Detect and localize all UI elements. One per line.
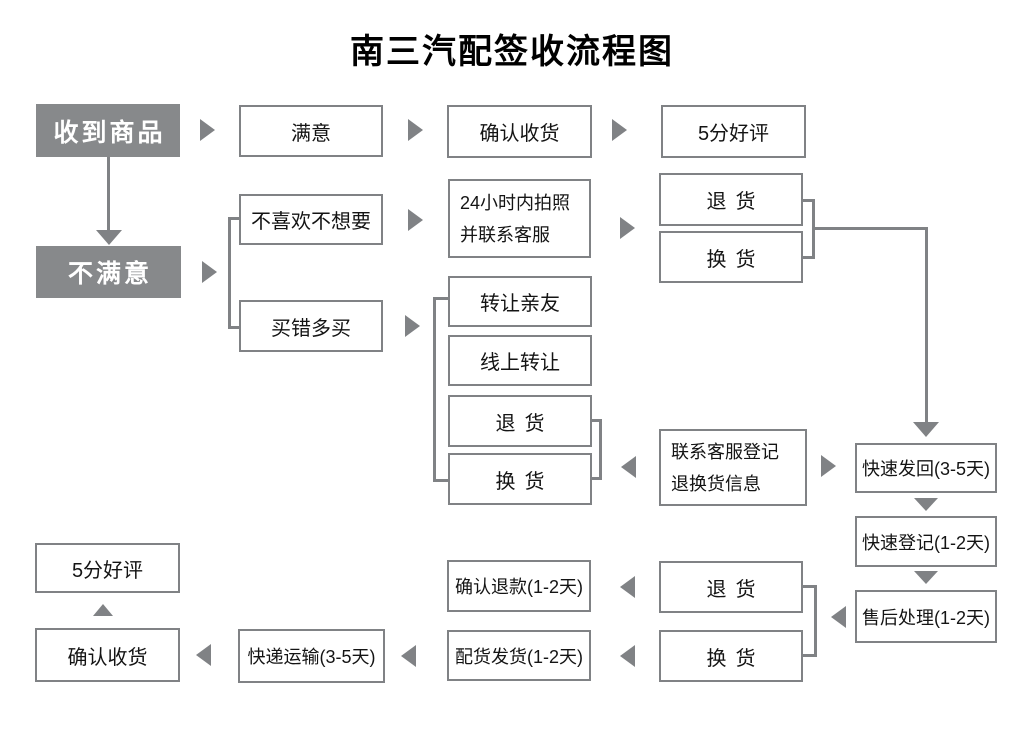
node-return-top: 退货 bbox=[659, 173, 803, 226]
node-dislike: 不喜欢不想要 bbox=[239, 194, 383, 245]
node-exchange-top: 换货 bbox=[659, 231, 803, 283]
arrow-down-icon bbox=[914, 571, 938, 584]
arrow-left-icon bbox=[621, 456, 636, 478]
connector-line bbox=[433, 297, 436, 482]
arrow-right-icon bbox=[821, 455, 836, 477]
arrow-left-icon bbox=[620, 645, 635, 667]
node-fast-return: 快速发回(3-5天) bbox=[855, 443, 997, 493]
connector-line bbox=[107, 157, 110, 233]
arrow-down-icon bbox=[914, 498, 938, 511]
arrow-up-icon bbox=[93, 604, 113, 616]
connector-line bbox=[803, 654, 816, 657]
node-refund: 确认退款(1-2天) bbox=[447, 560, 591, 612]
node-return-bottom: 退货 bbox=[659, 561, 803, 613]
node-received-goods: 收到商品 bbox=[36, 104, 180, 157]
node-transfer-friend: 转让亲友 bbox=[448, 276, 592, 327]
node-photo-24h: 24小时内拍照 并联系客服 bbox=[448, 179, 591, 258]
arrow-left-icon bbox=[831, 606, 846, 628]
node-contact-service-line2: 退换货信息 bbox=[671, 473, 761, 494]
node-confirm-receipt-bottom: 确认收货 bbox=[35, 628, 180, 682]
connector-line bbox=[599, 419, 602, 480]
node-transfer-online: 线上转让 bbox=[448, 335, 592, 386]
connector-line bbox=[228, 217, 231, 329]
connector-line bbox=[812, 227, 928, 230]
node-confirm-receipt-top: 确认收货 bbox=[447, 105, 592, 158]
connector-line bbox=[814, 585, 817, 657]
node-unsatisfied: 不满意 bbox=[36, 246, 181, 298]
node-exchange-mid: 换货 bbox=[448, 453, 592, 505]
arrow-right-icon bbox=[202, 261, 217, 283]
arrow-down-icon bbox=[96, 230, 122, 245]
arrow-right-icon bbox=[612, 119, 627, 141]
connector-line bbox=[228, 217, 240, 220]
connector-line bbox=[433, 479, 449, 482]
node-praise-bottom: 5分好评 bbox=[35, 543, 180, 593]
connector-line bbox=[592, 477, 602, 480]
node-contact-service: 联系客服登记 退换货信息 bbox=[659, 429, 807, 506]
node-express: 快递运输(3-5天) bbox=[238, 629, 385, 683]
arrow-right-icon bbox=[405, 315, 420, 337]
node-praise-top: 5分好评 bbox=[661, 105, 806, 158]
node-wrong-buy: 买错多买 bbox=[239, 300, 383, 352]
arrow-right-icon bbox=[620, 217, 635, 239]
arrow-right-icon bbox=[200, 119, 215, 141]
page-title: 南三汽配签收流程图 bbox=[350, 33, 674, 71]
connector-line bbox=[228, 326, 240, 329]
arrow-down-icon bbox=[913, 422, 939, 437]
node-contact-service-line1: 联系客服登记 bbox=[671, 441, 779, 462]
node-dispatch: 配货发货(1-2天) bbox=[447, 630, 591, 681]
arrow-left-icon bbox=[620, 576, 635, 598]
arrow-right-icon bbox=[408, 119, 423, 141]
node-photo-24h-line2: 并联系客服 bbox=[460, 224, 550, 245]
node-exchange-bottom: 换货 bbox=[659, 630, 803, 682]
node-satisfied: 满意 bbox=[239, 105, 383, 157]
node-photo-24h-line1: 24小时内拍照 bbox=[460, 192, 571, 213]
node-fast-register: 快速登记(1-2天) bbox=[855, 516, 997, 567]
node-return-mid: 退货 bbox=[448, 395, 592, 447]
connector-line bbox=[592, 419, 602, 422]
node-aftersale: 售后处理(1-2天) bbox=[855, 590, 997, 643]
connector-line bbox=[803, 199, 815, 202]
connector-line bbox=[803, 256, 815, 259]
arrow-right-icon bbox=[408, 209, 423, 231]
connector-line bbox=[803, 585, 816, 588]
connector-line bbox=[925, 227, 928, 424]
connector-line bbox=[433, 297, 449, 300]
arrow-left-icon bbox=[196, 644, 211, 666]
arrow-left-icon bbox=[401, 645, 416, 667]
